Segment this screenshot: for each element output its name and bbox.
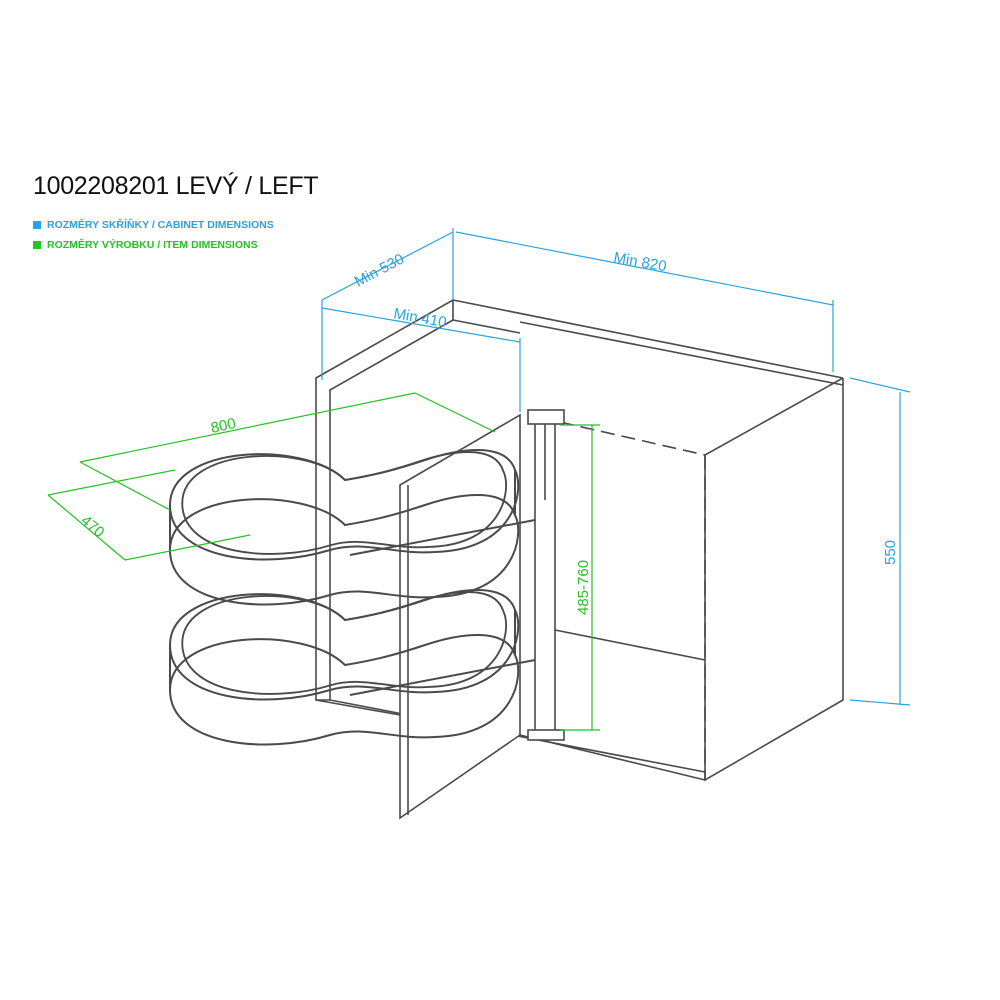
legend-cabinet: ROZMĚRY SKŘÍŇKY / CABINET DIMENSIONS [33,219,274,231]
product-title: 1002208201 LEVÝ / LEFT [33,172,319,200]
cabinet-swatch-icon [33,221,41,229]
item-swatch-icon [33,241,41,249]
cabinet-dimensions [321,228,911,706]
dim-item-depth: 470 [77,512,107,541]
dim-cabinet-height: 550 [882,540,899,565]
dim-cabinet-depth: Min 530 [352,250,407,290]
dim-item-width: 800 [209,415,237,437]
legend-cabinet-label: ROZMĚRY SKŘÍŇKY / CABINET DIMENSIONS [47,219,274,231]
dim-door-width: Min 410 [392,305,448,331]
dim-cabinet-width: Min 820 [612,249,668,275]
upper-basket [169,449,536,606]
cabinet-outline [315,298,844,820]
dim-item-height: 485-760 [575,560,592,615]
legend-item: ROZMĚRY VÝROBKU / ITEM DIMENSIONS [33,239,258,251]
lower-basket [169,589,536,746]
item-dimensions [47,392,600,731]
legend-item-label: ROZMĚRY VÝROBKU / ITEM DIMENSIONS [47,239,258,251]
